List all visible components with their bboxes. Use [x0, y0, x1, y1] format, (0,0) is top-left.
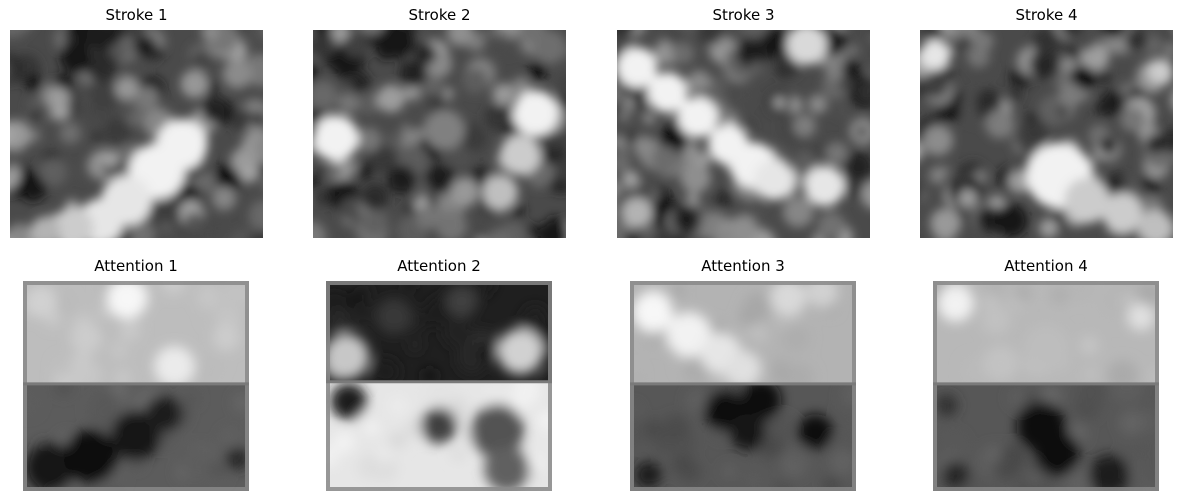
attention-map — [630, 281, 856, 491]
stroke-texture — [10, 30, 263, 238]
panel-attention-2: Attention 2 — [296, 257, 582, 491]
panel-title: Attention 3 — [701, 257, 785, 275]
panel-title: Stroke 4 — [1015, 6, 1078, 24]
panel-stroke-2: Stroke 2 — [283, 6, 596, 238]
attention-image — [23, 281, 249, 491]
attention-map — [326, 281, 552, 491]
panel-stroke-4: Stroke 4 — [890, 6, 1182, 238]
panel-stroke-1: Stroke 1 — [0, 6, 293, 238]
panel-title: Attention 4 — [1004, 257, 1088, 275]
panel-title: Stroke 2 — [408, 6, 471, 24]
stroke-texture — [617, 30, 870, 238]
attention-map — [933, 281, 1159, 491]
stroke-image — [313, 30, 566, 238]
panel-title: Attention 1 — [94, 257, 178, 275]
attention-map — [23, 281, 249, 491]
panel-attention-3: Attention 3 — [600, 257, 886, 491]
panel-stroke-3: Stroke 3 — [587, 6, 900, 238]
attention-image — [933, 281, 1159, 491]
stroke-texture — [313, 30, 566, 238]
attention-image — [630, 281, 856, 491]
stroke-image — [617, 30, 870, 238]
attention-image — [326, 281, 552, 491]
panel-attention-1: Attention 1 — [0, 257, 279, 491]
panel-title: Attention 2 — [397, 257, 481, 275]
panel-attention-4: Attention 4 — [903, 257, 1182, 491]
panel-title: Stroke 3 — [712, 6, 775, 24]
panel-title: Stroke 1 — [105, 6, 168, 24]
stroke-image — [920, 30, 1173, 238]
stroke-image — [10, 30, 263, 238]
stroke-texture — [920, 30, 1173, 238]
